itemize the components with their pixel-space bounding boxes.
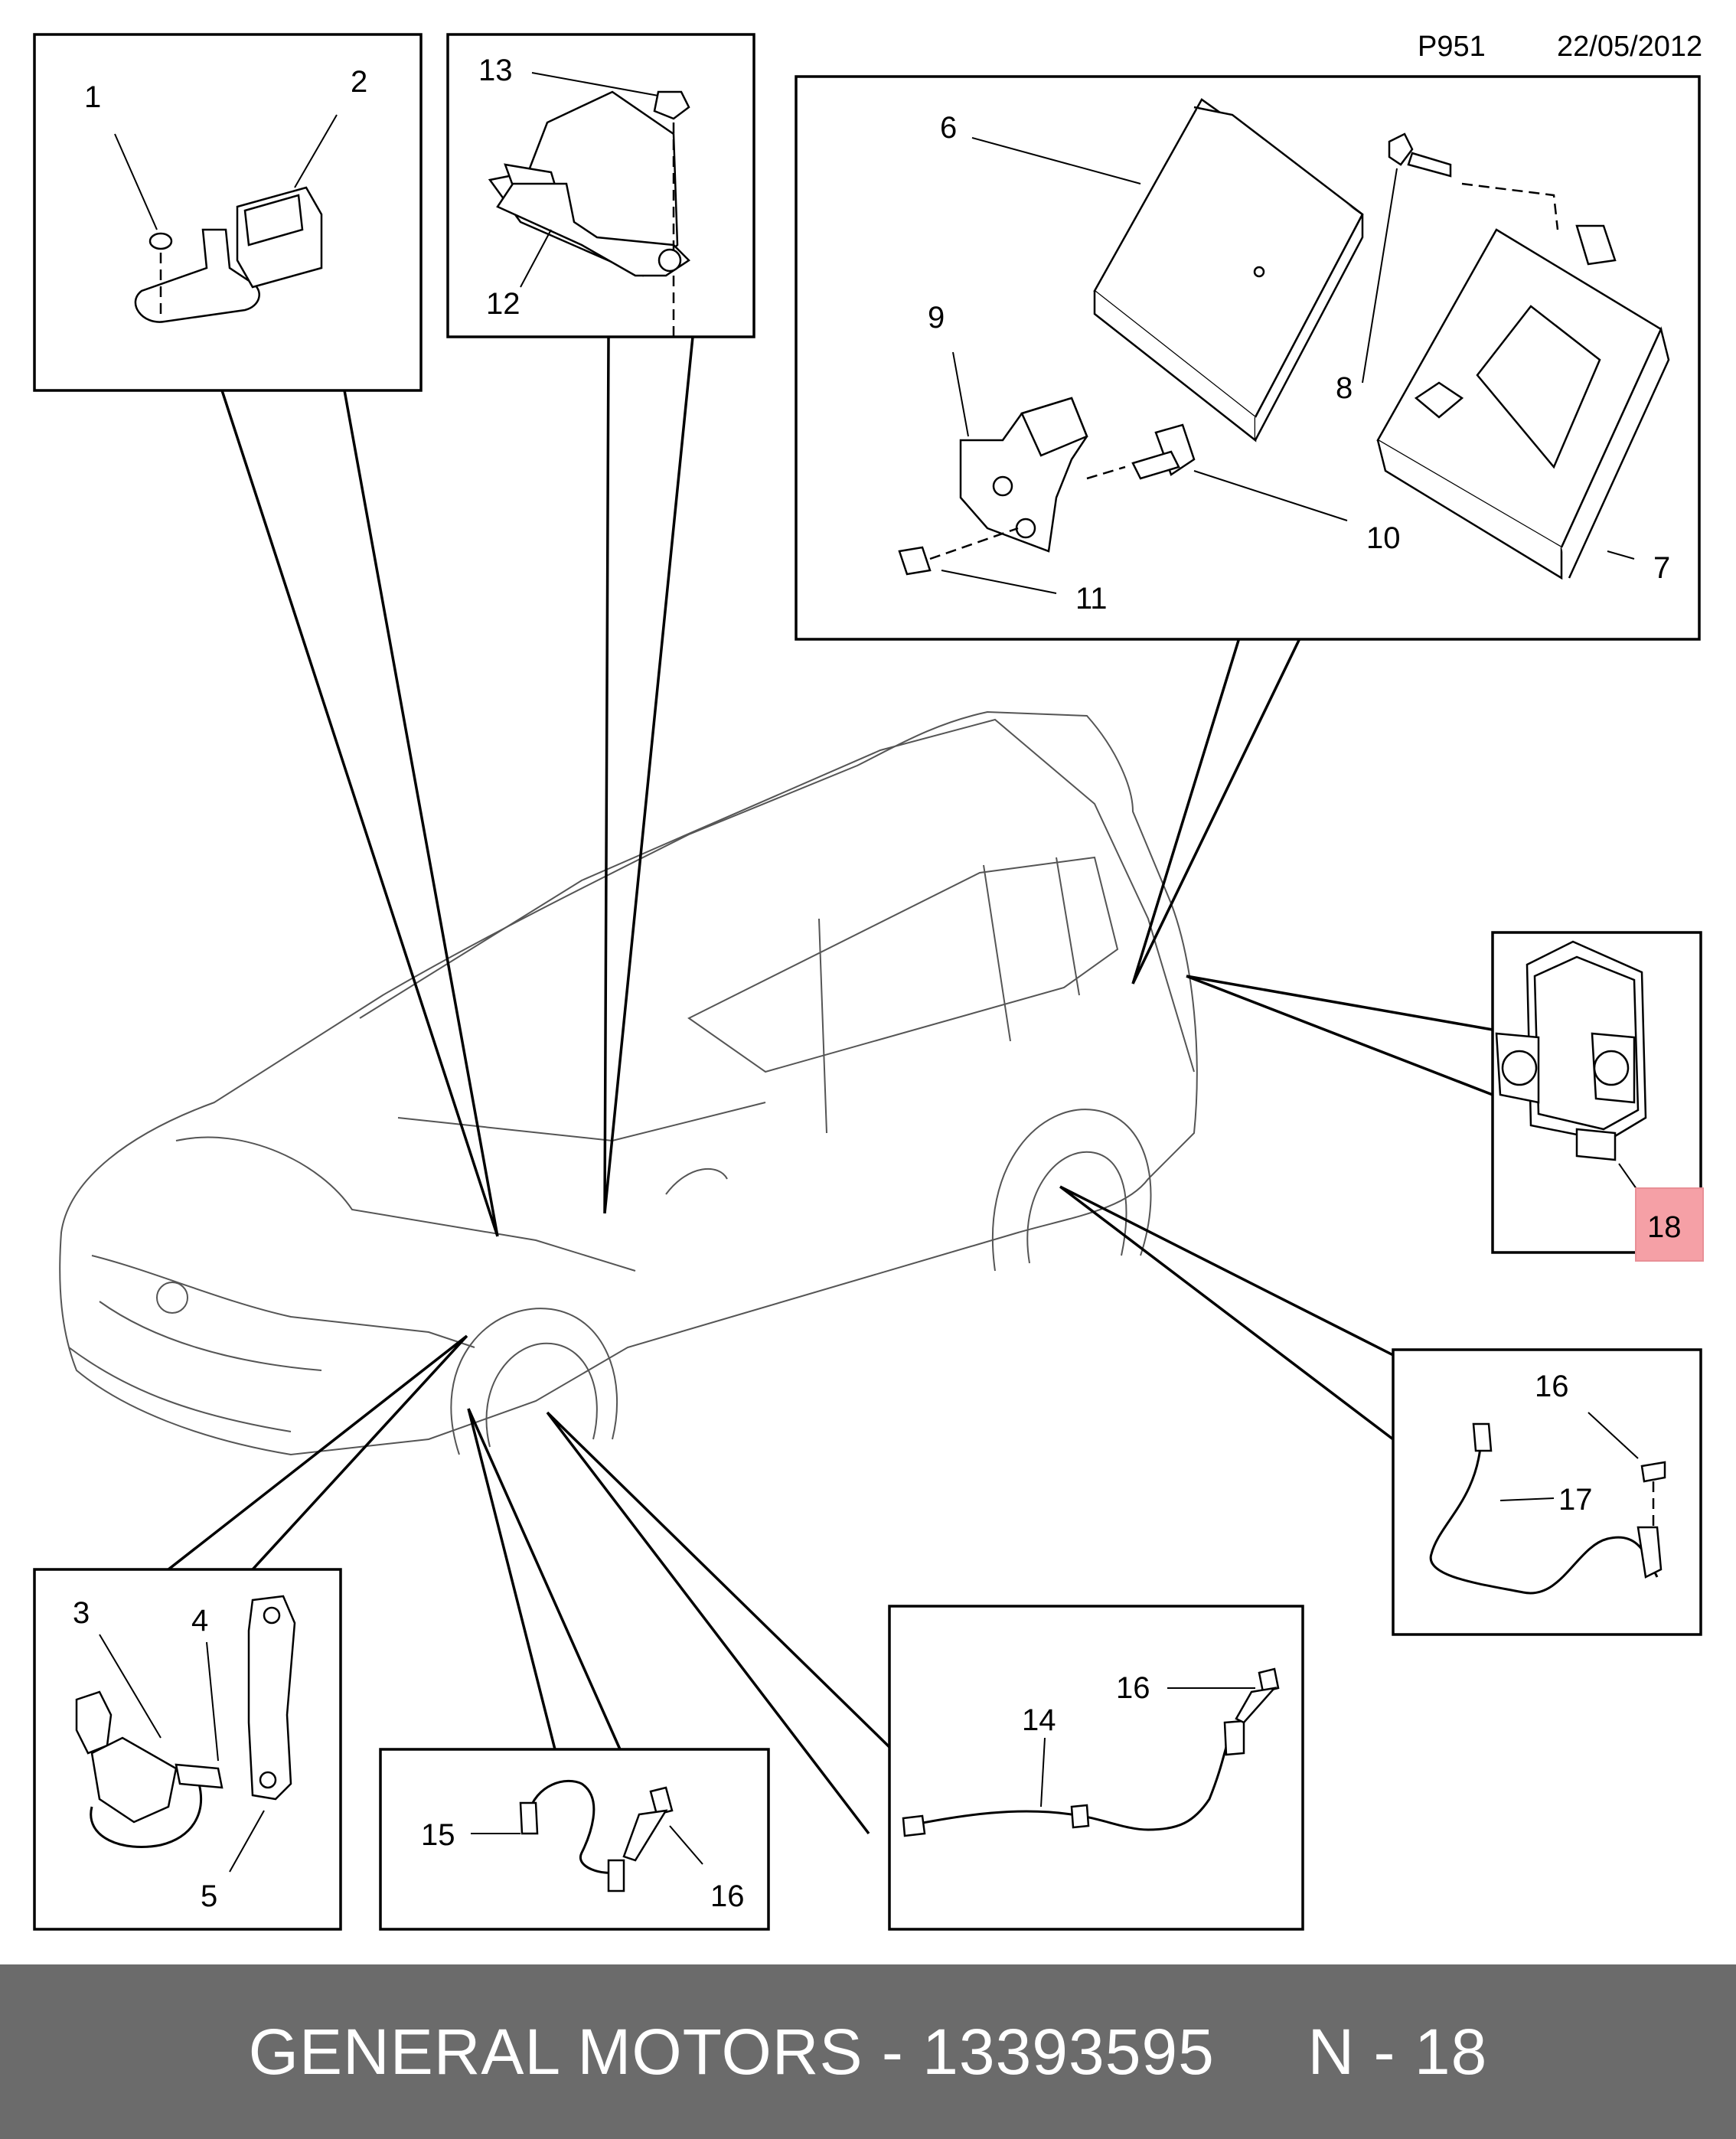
callout-13: 13 xyxy=(478,54,513,87)
inset-box-control-modules xyxy=(795,75,1701,641)
leader-lines xyxy=(167,336,1493,1835)
inset-box-rear-wheel-sensor xyxy=(1392,1348,1702,1636)
highlight-box-18 xyxy=(1635,1187,1704,1262)
callout-12: 12 xyxy=(486,287,520,321)
callout-labels: 1 2 13 12 6 8 9 10 7 11 18 16 17 3 4 5 1… xyxy=(73,54,1682,1913)
callout-17: 17 xyxy=(1558,1483,1593,1517)
callout-16-front: 16 xyxy=(710,1879,745,1913)
inset-box-front-sensor xyxy=(33,1568,342,1931)
callout-16-rear: 16 xyxy=(1535,1370,1569,1403)
part-number-footer: GENERAL MOTORS - 13393595 N - 18 xyxy=(0,1964,1736,2139)
callout-10: 10 xyxy=(1366,521,1401,555)
callout-8: 8 xyxy=(1336,371,1353,405)
callout-7: 7 xyxy=(1653,551,1670,585)
callout-14: 14 xyxy=(1022,1703,1056,1737)
callout-5: 5 xyxy=(201,1879,217,1913)
callout-3: 3 xyxy=(73,1596,90,1630)
vehicle-outline xyxy=(59,710,1198,1456)
callout-9: 9 xyxy=(928,301,945,335)
callout-15: 15 xyxy=(421,1818,455,1852)
diagram-code: P951 xyxy=(1418,31,1486,63)
callout-2: 2 xyxy=(351,65,367,99)
diagram-date: 22/05/2012 xyxy=(1557,31,1703,63)
callout-6: 6 xyxy=(940,111,957,145)
callout-11: 11 xyxy=(1075,582,1108,616)
exploded-parts-diagram: 1 2 13 12 6 8 9 10 7 11 18 16 17 3 4 5 1… xyxy=(33,33,1704,1931)
callout-4: 4 xyxy=(191,1604,208,1638)
inset-box-sensor-bracket xyxy=(33,33,423,392)
footer-text: GENERAL MOTORS - 13393595 N - 18 xyxy=(248,2015,1488,2088)
callout-1: 1 xyxy=(84,80,101,114)
callout-16-harness: 16 xyxy=(1116,1671,1150,1705)
inset-box-front-wheel-sensor xyxy=(379,1748,770,1931)
callout-18: 18 xyxy=(1647,1210,1682,1244)
inset-box-wheel-sensor-harness xyxy=(888,1605,1304,1931)
inset-box-accelerometer xyxy=(446,33,755,338)
